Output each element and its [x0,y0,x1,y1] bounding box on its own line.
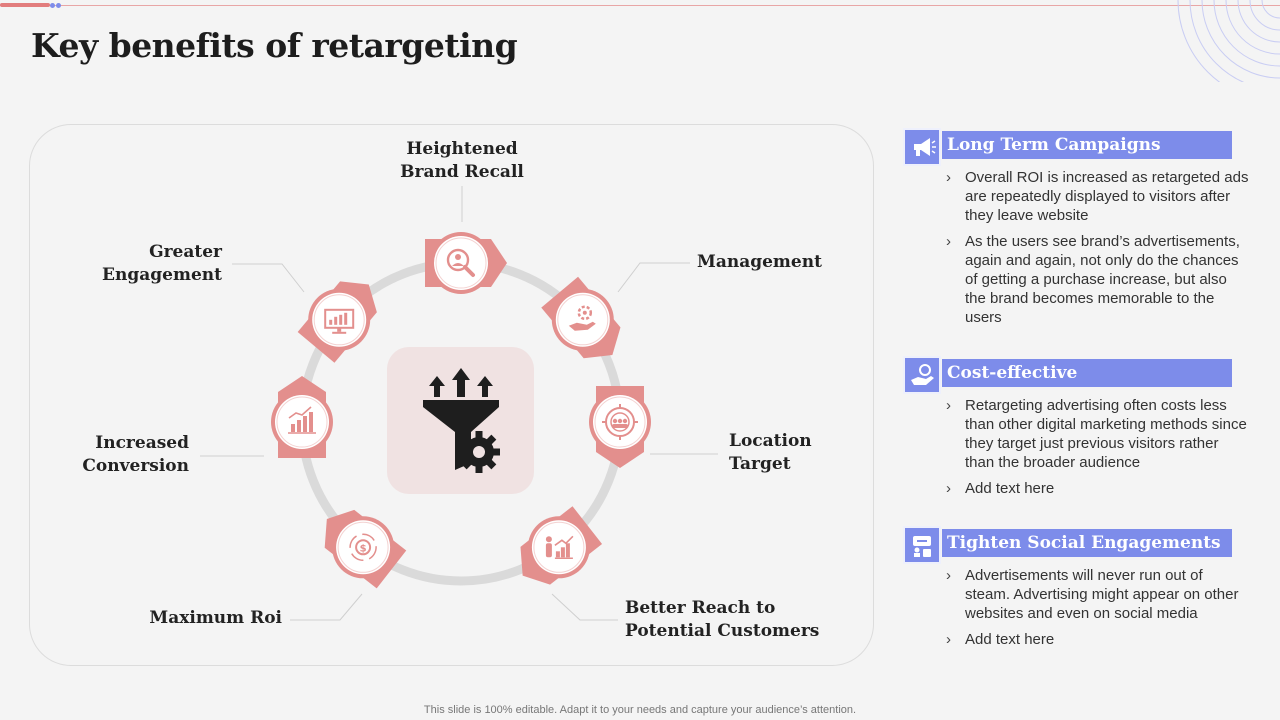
node-label: Maximum Roi [62,607,282,630]
node-label-line: Location [729,431,812,451]
node-label-line: Increased [95,433,189,453]
bullet-item: As the users see brand’s advertisements,… [945,232,1250,327]
section-bullets: Overall ROI is increased as retargeted a… [945,168,1250,334]
chat-people-icon [903,526,941,564]
monitor-chart-icon [324,308,355,334]
connector-line [232,263,305,293]
node-label-line: Greater [149,242,222,262]
top-dot [56,3,61,8]
section-bullets: Advertisements will never run out of ste… [945,566,1250,656]
top-dot [50,3,55,8]
node-label-line: Engagement [102,265,222,285]
cycle-node [425,232,507,294]
bullet-item: Add text here [945,630,1250,649]
section-heading: Tighten Social Engagements [942,529,1232,557]
node-label-line: Potential Customers [625,621,820,641]
node-label-line: Brand Recall [400,162,524,182]
bar-growth-icon [288,406,316,434]
node-label-line: Management [697,252,822,272]
money-cycle-icon: $ [349,533,377,562]
node-label: Management [697,251,822,274]
corner-arcs-decoration [1177,0,1280,82]
node-label-line: Heightened [406,139,518,159]
footer-note: This slide is 100% editable. Adapt it to… [423,704,857,716]
node-label-line: Better Reach to [625,598,776,618]
funnel-gear-icon [423,368,500,473]
section-heading: Cost-effective [942,359,1232,387]
bullet-item: Advertisements will never run out of ste… [945,566,1250,623]
node-label-line: Target [729,454,791,474]
section-heading: Long Term Campaigns [942,131,1232,159]
node-label-line: Conversion [82,456,189,476]
cycle-node [297,281,377,363]
top-rule [0,5,1280,6]
svg-text:$: $ [360,543,367,554]
top-accent-bar [0,3,50,7]
section-bullets: Retargeting advertising often costs less… [945,396,1250,505]
target-group-icon [602,404,638,440]
cycle-node [589,386,651,468]
page-title: Key benefits of retargeting [31,26,518,65]
hand-coin-icon [903,356,941,394]
connector-line [551,593,618,621]
bullet-item: Add text here [945,479,1250,498]
hand-gear-icon [568,305,596,331]
megaphone-icon [903,128,941,166]
cycle-node [271,376,333,458]
node-label-line: Maximum Roi [149,608,282,628]
connector-line [290,593,363,621]
cycle-node [541,276,621,359]
bullet-item: Retargeting advertising often costs less… [945,396,1250,472]
cycle-node [520,506,603,585]
node-label: Better Reach to Potential Customers [625,597,819,643]
person-chart-icon [545,535,574,560]
cycle-node: $ [324,509,407,589]
benefits-cycle-diagram: $ [200,186,718,621]
connector-line [617,262,690,293]
bullet-item: Overall ROI is increased as retargeted a… [945,168,1250,225]
magnifier-person-icon [446,248,475,277]
